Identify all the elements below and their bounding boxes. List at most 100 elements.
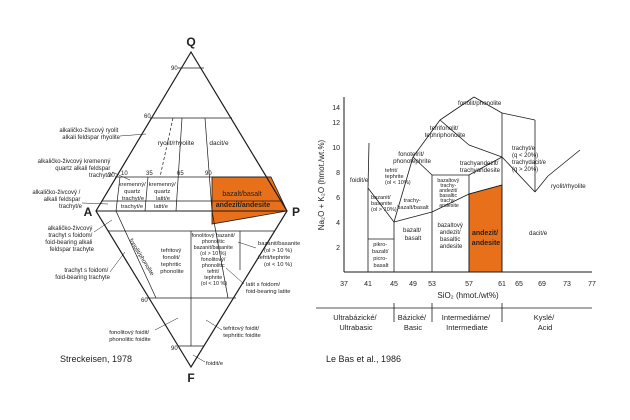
qapf-frac-35: 35 xyxy=(146,171,153,177)
qapf-label-tefritovy-foidit: tefritový foidit/ tephritic foidite xyxy=(223,326,260,339)
tas-x-tick: 69 xyxy=(538,281,546,288)
tas-y-tick: 4 xyxy=(336,220,340,227)
qapf-tick-60-top: 60 xyxy=(144,114,151,120)
qapf-line-dashed xyxy=(159,117,174,178)
qapf-frac-10: 10 xyxy=(121,171,128,177)
tas-field-trachyt-dacit: trachyt/e (q < 20%) trachydacit/e (q > 2… xyxy=(512,146,548,173)
qapf-label-alk-ryolit: alkaličko-živcový ryolit alkali feldspar… xyxy=(59,128,120,141)
qapf-corner-p: P xyxy=(292,205,300,219)
tas-field-foidit: foidit/e xyxy=(350,177,369,184)
leader-latit-foid xyxy=(225,267,245,285)
tas-y-label: Na₂O + K₂O (hmot./wt.%) xyxy=(317,139,326,230)
tas-x-tick: 37 xyxy=(340,281,348,288)
qapf-diagram: Q A P F 90 60 20 60 90 10 35 65 90 ryoli… xyxy=(32,35,302,385)
qapf-tick-90-bottom: 90 xyxy=(171,346,178,352)
qapf-corner-q: Q xyxy=(186,35,195,49)
leader-fonolitovy-foidit xyxy=(154,317,179,331)
tas-x-tick: 57 xyxy=(465,281,473,288)
tas-field-trachybazalt: trachy- bazalt/basalt xyxy=(397,198,429,211)
qapf-label-bazanit: bazanit/basanite (ol > 10 %) tefrit/teph… xyxy=(258,241,302,268)
tas-group-acid: Kyslé/ Acid xyxy=(534,313,557,332)
tas-x-tick: 41 xyxy=(364,281,372,288)
qapf-label-alk-kremenny: alkaličko-živcový kremenný quartz alkali… xyxy=(38,159,113,179)
tas-group-intermediate: Intermediárne/ Intermediate xyxy=(442,313,492,332)
tas-andesite-field xyxy=(468,184,503,273)
qapf-field-dacit: dacit/e xyxy=(209,140,229,147)
tas-field-bazalt: bazalt/ basalt xyxy=(403,227,423,242)
qapf-label-trachyt-foid: trachyt s foidom/ foid-bearing trachyte xyxy=(55,268,110,281)
qapf-label-latit-foid: latit s foidom/ foid-bearing latite xyxy=(246,282,290,295)
tas-x-label: SiO₂ (hmot./wt%) xyxy=(437,291,499,300)
qapf-line-lower-p90 xyxy=(211,210,229,299)
tas-x-tick: 65 xyxy=(515,281,523,288)
qapf-field-ryolit: ryolit/rhyolite xyxy=(158,140,195,147)
leader-alk-foid xyxy=(93,219,113,233)
tas-x-tick: 73 xyxy=(563,281,571,288)
qapf-basalt-andesite-field xyxy=(211,176,288,225)
qapf-field-kremenny-latit: kremenný/ quartz latit/e xyxy=(149,182,178,202)
qapf-label-fonolitovy-foidit: fonolitový foidit/ phonolitic foidite xyxy=(109,330,151,343)
tas-x-tick: 45 xyxy=(390,281,398,288)
tas-x-tick: 53 xyxy=(428,281,436,288)
qapf-line-p65 xyxy=(175,117,183,212)
tas-field-trachyandezit: trachyandezit/ trachyandesite xyxy=(460,160,501,174)
qapf-frac-90: 90 xyxy=(205,171,212,177)
tas-field-dacit: dacit/e xyxy=(529,230,548,237)
qapf-field-latit: latit/e xyxy=(154,204,168,210)
tas-field-bazaltovy-andezit: bazaltový andezit/ basaltic andesite xyxy=(437,223,464,250)
qapf-field-tefritovy-fonolit: tefritový fonolit/ tephritic phonolite xyxy=(160,248,184,275)
tas-y-tick: 2 xyxy=(336,245,340,252)
tas-y-tick: 14 xyxy=(332,105,340,112)
tas-x-tick: 61 xyxy=(498,281,506,288)
qapf-label-alk-trachyt: alkaličko-živcový / alkali feldspar trac… xyxy=(32,190,82,210)
tas-credit: Le Bas et al., 1986 xyxy=(326,354,401,364)
leader-foidit xyxy=(192,354,206,363)
tas-field-fonolit: fonolit/phonolite xyxy=(458,100,502,107)
qapf-line-p10 xyxy=(115,176,121,212)
qapf-line-p90 xyxy=(204,117,213,212)
qapf-label-alk-foid: alkaličko-živcový trachyt s foidom/ foid… xyxy=(45,226,94,253)
qapf-line-lower-p10 xyxy=(115,210,157,299)
qapf-field-kremenny-trachyt: kremenný/ quartz trachyt/e xyxy=(119,182,148,202)
qapf-label-foidit: foidit/e xyxy=(206,361,223,367)
qapf-field-fonolitovy-bazanit: fonolitový bazanit/ phonolitic bazanit/b… xyxy=(192,233,237,287)
tas-x-tick: 49 xyxy=(409,281,417,288)
qapf-field-fonolit: fonolit/phonolite xyxy=(127,238,155,277)
qapf-corner-f: F xyxy=(187,371,194,385)
leader-alk-ryolit xyxy=(119,133,147,137)
tas-y-tick: 12 xyxy=(332,120,340,127)
tas-field-fonotefrit: fonotefrit/ phonotephrite xyxy=(393,151,431,165)
leader-alk-trachyt xyxy=(81,202,109,205)
qapf-field-trachyt: trachyt/e xyxy=(121,204,143,210)
tas-field-andezit: andezit/ andesite xyxy=(472,230,501,247)
tas-field-pikro: pikro- bazalt/ picro- basalt xyxy=(372,242,390,269)
tas-group-basic: Bázické/ Basic xyxy=(398,313,428,332)
tas-field-tefrit: tefrit/ tephrite (ol < 10%) bazanit/ bas… xyxy=(371,168,412,213)
tas-group-ultrabasic: Ultrabázické/ Ultrabasic xyxy=(333,313,378,332)
tas-field-bazalt-trachy: bazaltový trachy- andezit/ basaltic trac… xyxy=(437,178,460,209)
leader-tefritovy-foidit xyxy=(205,319,223,331)
qapf-outline xyxy=(95,50,288,369)
tas-diagram: 37 41 45 49 53 57 61 65 69 73 77 2 4 6 8… xyxy=(316,96,596,364)
qapf-frac-65: 65 xyxy=(177,171,184,177)
leader-alk-kremenny xyxy=(111,171,131,181)
tas-field-ryolit: ryolit/rhyolite xyxy=(551,183,586,190)
qapf-tick-20: 20 xyxy=(108,173,115,179)
tas-y-tick: 10 xyxy=(332,145,340,152)
qapf-tick-90-top: 90 xyxy=(171,66,178,72)
tas-x-ticks: 37 41 45 49 53 57 61 65 69 73 77 xyxy=(340,281,596,288)
qapf-line-p35 xyxy=(144,176,149,212)
tas-x-tick: 77 xyxy=(588,281,596,288)
leader-bazanit xyxy=(237,241,257,249)
tas-field-tefrifonolit: tefrifonolit/ tephriphonolite xyxy=(425,125,466,139)
leader-trachyt-foid xyxy=(109,251,126,273)
tas-y-tick: 6 xyxy=(336,195,340,202)
qapf-tick-60-bottom: 60 xyxy=(141,298,148,304)
tas-boundaries xyxy=(367,96,581,272)
qapf-credit: Streckeisen, 1978 xyxy=(60,354,132,364)
qapf-field-bazalt: bazalt/basalt andezit/andesite xyxy=(216,191,271,209)
qapf-corner-a: A xyxy=(84,205,93,219)
tas-y-ticks: 2 4 6 8 10 12 14 xyxy=(332,105,340,252)
tas-y-tick: 8 xyxy=(336,170,340,177)
